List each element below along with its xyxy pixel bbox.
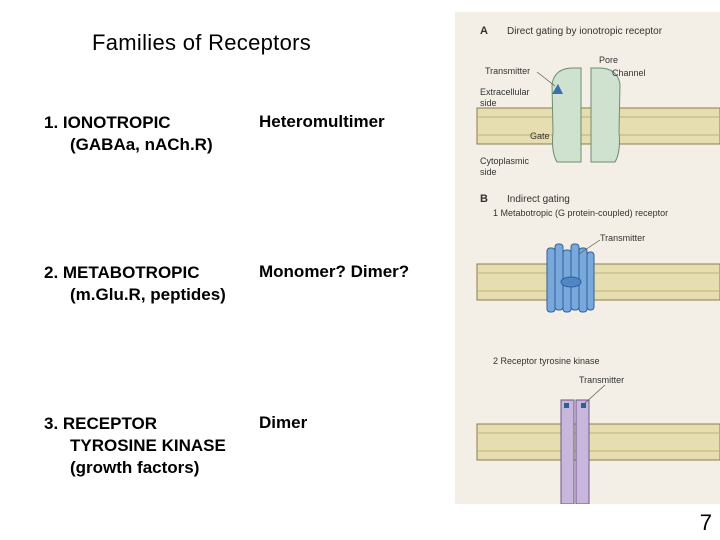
- gpcr-receptor: [546, 243, 595, 313]
- transmitter-molecule-a: [552, 84, 563, 94]
- family-name: 2. METABOTROPIC: [44, 263, 200, 282]
- label-cytoplasmic-side: side: [480, 167, 497, 177]
- family-name: 1. IONOTROPIC: [44, 113, 171, 132]
- ion-channel-right-subunit: [590, 67, 621, 163]
- receptor-figure: A Direct gating by ionotropic receptor P…: [455, 12, 720, 505]
- panel-b-subtitle-2: 2 Receptor tyrosine kinase: [493, 356, 600, 366]
- label-extracellular-side: side: [480, 98, 497, 108]
- panel-b-subtitle-1: 1 Metabotropic (G protein-coupled) recep…: [493, 208, 668, 218]
- label-extracellular: Extracellular: [480, 87, 530, 97]
- family-examples: (GABAa, nACh.R): [70, 135, 213, 154]
- panel-b-letter: B: [480, 193, 488, 205]
- family-name-cont: TYROSINE KINASE: [70, 436, 226, 455]
- label-channel: Channel: [612, 68, 646, 78]
- family-item-metabotropic: 2. METABOTROPIC (m.Glu.R, peptides): [44, 262, 226, 306]
- leader-transmitter-b2: [584, 384, 606, 404]
- label-transmitter-b1: Transmitter: [600, 233, 645, 243]
- family-description-rtk: Dimer: [259, 413, 308, 432]
- label-transmitter-b2: Transmitter: [579, 375, 624, 385]
- family-description-metabotropic: Monomer? Dimer?: [259, 262, 410, 281]
- membrane-b1: [476, 263, 720, 301]
- family-name: 3. RECEPTOR: [44, 414, 158, 433]
- family-examples: (m.Glu.R, peptides): [70, 285, 226, 304]
- family-examples: (growth factors): [70, 458, 200, 477]
- page-number: 7: [699, 510, 712, 535]
- label-transmitter-a: Transmitter: [485, 66, 530, 76]
- membrane-b2: [476, 423, 720, 461]
- label-pore: Pore: [599, 55, 618, 65]
- leader-transmitter-b1: [578, 239, 601, 255]
- label-cytoplasmic: Cytoplasmic: [480, 156, 530, 166]
- rtk-receptor: [560, 399, 590, 505]
- slide-title: Families of Receptors: [92, 30, 312, 55]
- family-item-rtk: 3. RECEPTOR TYROSINE KINASE (growth fact…: [44, 413, 226, 479]
- family-item-ionotropic: 1. IONOTROPIC (GABAa, nACh.R): [44, 112, 213, 156]
- receptor-figure-svg: A Direct gating by ionotropic receptor P…: [455, 12, 720, 505]
- family-description-ionotropic: Heteromultimer: [259, 112, 385, 131]
- ion-channel-left-subunit: [551, 67, 582, 163]
- panel-a-title: Direct gating by ionotropic receptor: [507, 26, 663, 37]
- leader-transmitter-a: [536, 71, 556, 87]
- panel-a-letter: A: [480, 25, 488, 37]
- panel-b-title: Indirect gating: [507, 194, 570, 205]
- label-gate: Gate: [530, 131, 550, 141]
